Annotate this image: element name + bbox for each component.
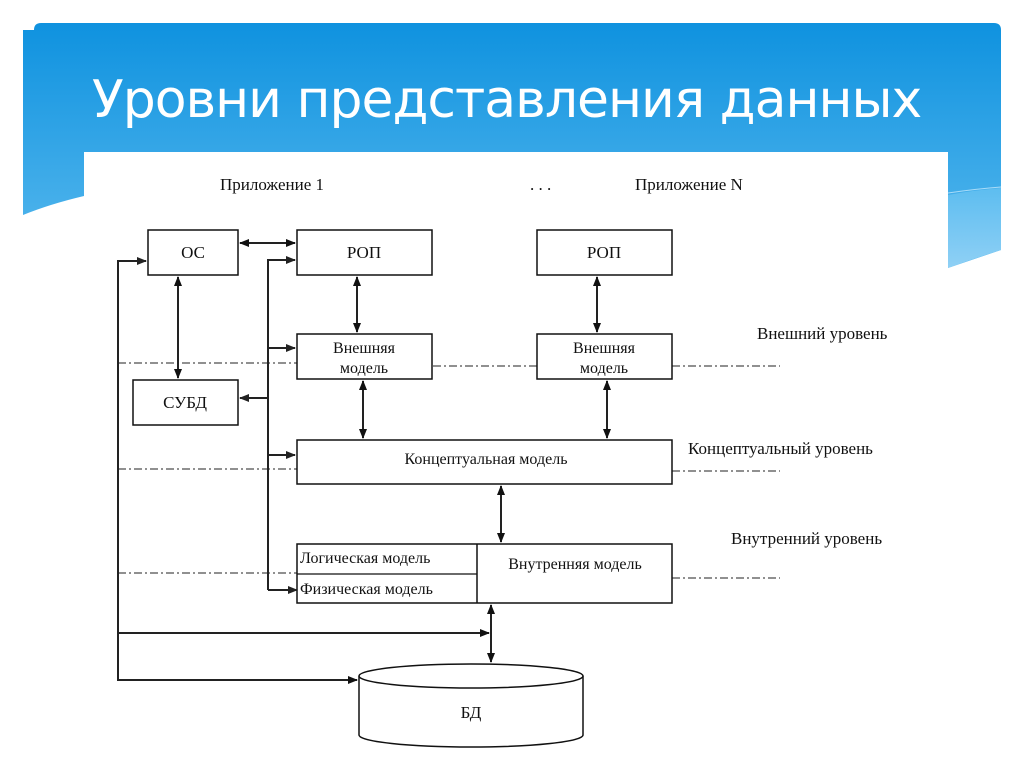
logical-model-label: Логическая модель (300, 550, 430, 567)
decorative-swoosh-line (947, 186, 1002, 194)
external-model-label-appN-line2: модель (580, 360, 628, 377)
os-box (147, 229, 239, 276)
database-label: БД (461, 703, 482, 722)
external-model-label-appN-line1: Внешняя (573, 340, 636, 357)
external-level-label: Внешний уровень (757, 324, 888, 343)
os-label: ОС (181, 243, 205, 262)
database-cylinder (358, 663, 584, 748)
internal-model-label: Внутренняя модель (508, 556, 642, 573)
slide-title: Уровни представления данных (92, 70, 922, 130)
app-n-label: Приложение N (635, 175, 743, 194)
rop-box-app1 (296, 229, 433, 276)
external-model-box-appN (536, 333, 673, 380)
dbms-box (132, 379, 239, 426)
external-model-label-app1-line1: Внешняя (333, 340, 396, 357)
app-1-label: Приложение 1 (220, 175, 324, 194)
conceptual-level-label: Концептуальный уровень (688, 439, 873, 458)
conceptual-model-label: Концептуальная модель (405, 451, 568, 468)
conceptual-model-box (296, 439, 673, 485)
internal-model-box (296, 543, 673, 604)
decorative-swoosh-right (948, 188, 1001, 268)
rop-box-appN (536, 229, 673, 276)
internal-level-label: Внутренний уровень (731, 529, 882, 548)
apps-ellipsis: . . . (530, 175, 551, 194)
connectors (117, 239, 611, 684)
external-model-box-app1 (296, 333, 433, 380)
dbms-bus-line (267, 259, 295, 590)
physical-model-label: Физическая модель (300, 581, 433, 598)
dbms-label: СУБД (163, 393, 207, 412)
rop-label-app1: РОП (347, 243, 381, 262)
header-panel (23, 23, 1002, 268)
rop-label-appN: РОП (587, 243, 621, 262)
external-model-label-app1-line2: модель (340, 360, 388, 377)
